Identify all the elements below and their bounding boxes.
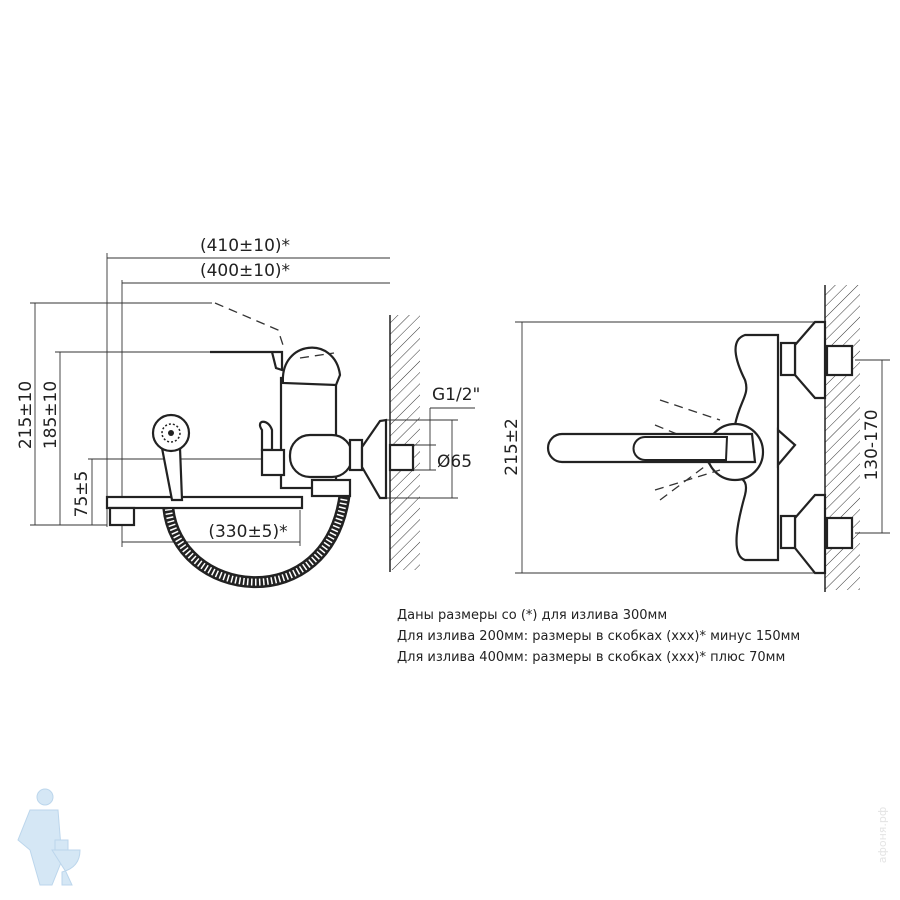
shower-nozzles	[161, 423, 181, 443]
lever-front	[546, 432, 757, 464]
body-rear-boss	[776, 427, 797, 468]
escutcheon	[360, 418, 388, 500]
dim-height-front: 215±2	[502, 418, 522, 476]
upper-nut	[779, 341, 797, 377]
lever-raised-position	[214, 302, 335, 359]
diverter-housing	[288, 433, 354, 479]
diverter	[260, 448, 286, 477]
dim-length: (400±10)*	[200, 261, 290, 281]
diverter-knob	[258, 420, 274, 452]
lower-escutcheon	[793, 493, 827, 575]
spout-aerator	[108, 506, 136, 527]
hose-connector	[310, 478, 352, 498]
shower-handle	[160, 446, 184, 502]
plumber-logo	[17, 788, 81, 886]
dim-height-lever: 185±10	[41, 381, 61, 449]
lever-front-inner	[632, 436, 729, 461]
dim-escutcheon-diameter: Ø65	[437, 452, 472, 472]
upper-escutcheon	[793, 320, 827, 400]
dim-height-total: 215±10	[16, 381, 36, 449]
dim-spout-length: (330±5)*	[208, 522, 287, 542]
dim-center-distance: 130-170	[862, 409, 882, 480]
upper-pipe	[825, 344, 854, 377]
lever	[210, 350, 284, 372]
nut	[348, 438, 364, 472]
watermark: афоня.рф	[876, 807, 889, 864]
dimension-lines	[30, 253, 475, 547]
note-line-1: Даны размеры со (*) для излива 300мм	[397, 608, 667, 623]
lower-nut	[779, 514, 797, 550]
front-view: 215±2 130-170	[502, 285, 890, 592]
dim-spout-height: 75±5	[72, 471, 92, 518]
wall-hatch	[390, 315, 420, 570]
dim-thread: G1/2"	[432, 385, 480, 405]
note-line-2: Для излива 200мм: размеры в скобках (xxx…	[397, 629, 800, 644]
lower-pipe	[825, 516, 854, 550]
wall-pipe	[388, 443, 415, 472]
note-line-3: Для излива 400мм: размеры в скобках (xxx…	[397, 650, 785, 665]
shower-hose	[162, 491, 351, 589]
spout	[105, 495, 304, 510]
dim-total-length: (410±10)*	[200, 236, 290, 256]
shower-center	[168, 430, 174, 436]
side-view: (410±10)* (400±10)* 215±10 185±10 75±5 (…	[16, 236, 480, 589]
cartridge-cap	[281, 346, 342, 387]
dimension-lines-front	[515, 321, 890, 574]
